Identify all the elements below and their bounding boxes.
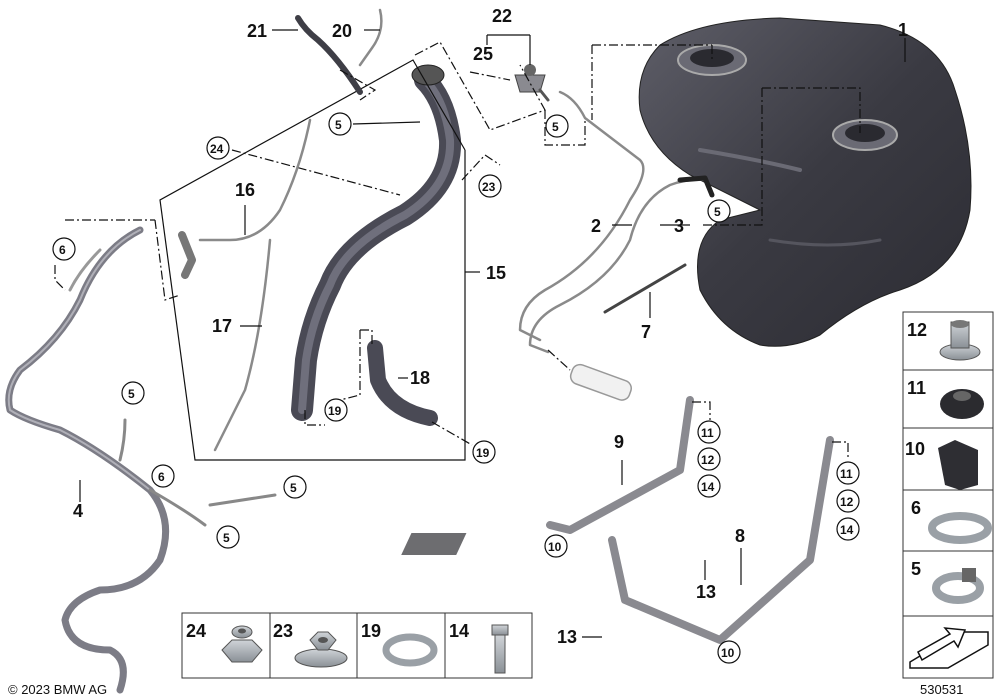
arrow-direction-icon [909, 627, 989, 669]
callout-13-upper: 13 [696, 582, 716, 602]
callout-23-diagram: 23 [482, 180, 496, 194]
vent-lines [518, 90, 715, 354]
callout-7: 7 [641, 322, 651, 342]
callout-12-strap8: 12 [840, 495, 854, 509]
copyright-text: © 2023 BMW AG [8, 682, 107, 697]
vent-line-17 [178, 118, 312, 452]
callout-22: 22 [492, 6, 512, 26]
filler-neck [291, 64, 462, 421]
callout-3: 3 [674, 216, 684, 236]
callout-5-filler: 5 [335, 118, 342, 132]
inset-label-11: 11 [907, 378, 926, 398]
callout-15: 15 [486, 263, 506, 283]
callout-4: 4 [73, 501, 83, 521]
hose-18 [367, 340, 438, 426]
callout-5-left: 5 [128, 387, 135, 401]
callout-12-strap9: 12 [701, 453, 715, 467]
inset-label-23: 23 [273, 621, 293, 641]
callout-18: 18 [410, 368, 430, 388]
callout-25: 25 [473, 44, 493, 64]
fuel-lines-4 [5, 226, 277, 694]
fuel-tank [638, 17, 972, 347]
callout-21: 21 [247, 21, 267, 41]
inset-label-14: 14 [449, 621, 469, 641]
callout-13-lower: 13 [557, 627, 577, 647]
callout-24-diagram: 24 [210, 142, 224, 156]
inset-label-5: 5 [911, 559, 921, 579]
callout-10-strap8: 10 [721, 646, 735, 660]
callout-14-strap8: 14 [840, 523, 854, 537]
callout-2: 2 [591, 216, 601, 236]
callout-5-vent-line: 5 [714, 205, 721, 219]
strap-9 [546, 396, 694, 534]
inset-label-6: 6 [911, 498, 921, 518]
callout-19-filler: 19 [328, 404, 342, 418]
callout-19-hose: 19 [476, 446, 490, 460]
callout-14-strap9: 14 [701, 480, 715, 494]
callout-8: 8 [735, 526, 745, 546]
valve-assembly [514, 64, 550, 102]
callout-16: 16 [235, 180, 255, 200]
inset-label-10: 10 [905, 439, 925, 459]
inset-label-24: 24 [186, 621, 206, 641]
callout-11-strap8: 11 [840, 467, 853, 481]
callout-5-line-end: 5 [290, 481, 297, 495]
callout-17: 17 [212, 316, 232, 336]
callout-6-left: 6 [59, 243, 66, 257]
inset-label-12: 12 [907, 320, 927, 340]
callout-20: 20 [332, 21, 352, 41]
inset-right: 12 11 10 6 5 [902, 311, 994, 679]
callout-11-strap9: 11 [701, 426, 714, 440]
inset-bottom: 24 23 19 14 [181, 612, 533, 679]
callout-6-lower: 6 [158, 470, 165, 484]
inline-filter [547, 349, 632, 401]
strap-8 [608, 436, 834, 644]
diagram-number: 530531 [920, 682, 963, 697]
callout-9: 9 [614, 432, 624, 452]
inset-label-19: 19 [361, 621, 381, 641]
callout-5-line-lower: 5 [223, 531, 230, 545]
callout-10-strap9: 10 [548, 540, 562, 554]
callout-1: 1 [898, 20, 908, 40]
callout-5-tank-vent: 5 [552, 120, 559, 134]
